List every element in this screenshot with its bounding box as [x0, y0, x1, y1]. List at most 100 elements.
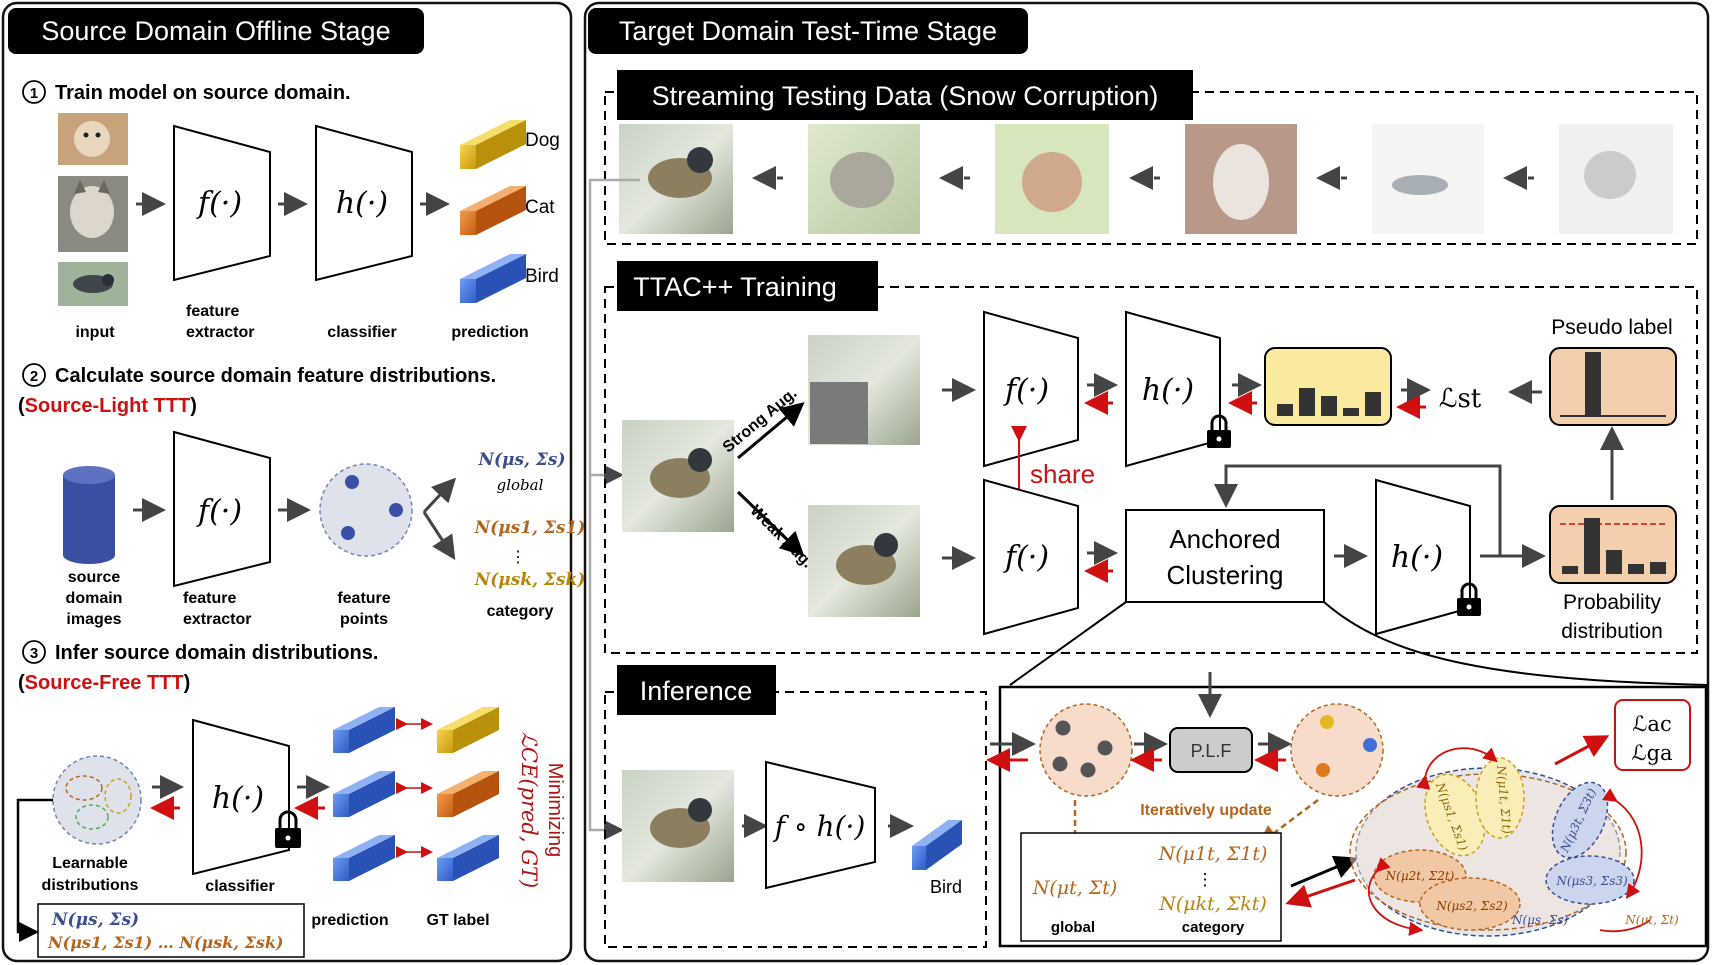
plf-box: [1169, 727, 1253, 773]
caption-distributions: distributions: [42, 877, 139, 894]
stream-image-bird-2: [1372, 124, 1484, 234]
f-label-strong: f(·): [1003, 373, 1049, 408]
lock-icon: [1457, 582, 1481, 616]
training-title-bg: [617, 261, 878, 311]
strong-prob-bar: [1365, 392, 1381, 416]
stream-image-cat: [995, 124, 1109, 234]
target-category-word: category: [1182, 919, 1245, 936]
strong-aug-image: [808, 335, 920, 445]
weak-aug-image: [808, 505, 920, 617]
lock-icon: [1207, 414, 1231, 448]
alignment-arrows: [1367, 747, 1651, 936]
ell-label-s-global: N(μs, Σs): [1511, 913, 1568, 927]
ell-label-t-global: N(μt, Σt): [1624, 913, 1679, 927]
caption-feature-points-2: points: [340, 611, 388, 628]
inference-input-image: [622, 770, 734, 882]
caption-classifier-1: classifier: [327, 324, 396, 341]
classifier-3: [192, 718, 290, 876]
ell-label-t1: N(μ1t, Σ1t): [1494, 764, 1514, 835]
h-label-strong: h(·): [1142, 373, 1194, 408]
caption-prediction-1: prediction: [451, 324, 528, 341]
stream-image-dog: [808, 124, 920, 234]
strong-prob-bar: [1277, 404, 1293, 416]
caption-feature-points-1: feature: [337, 590, 390, 607]
target-cat-dist-1: N(μ1t, Σ1t): [1158, 843, 1268, 865]
pred-bar-dog: [460, 120, 526, 169]
step3-paren-close: ): [184, 672, 191, 694]
stream-image-bird-3: [1559, 124, 1673, 234]
feature-point: [345, 475, 359, 489]
prob-bar: [1584, 518, 1600, 574]
pred-bar-1: [333, 707, 395, 753]
loss-st: ℒst: [1439, 384, 1482, 414]
step2-paren-open: (: [18, 395, 25, 417]
streaming-title-bg: [617, 70, 1193, 120]
probability-distribution: [1549, 505, 1677, 584]
step3-text: Infer source domain distributions.: [55, 642, 378, 664]
learnable-distributions-circle: [52, 755, 142, 845]
clustering-label: Clustering: [1166, 560, 1283, 590]
step2-circle: [22, 363, 46, 387]
pseudo-label-bar: [1585, 352, 1601, 416]
clustering-detail-box: [998, 685, 1708, 948]
caption-gt-label: GT label: [426, 912, 489, 929]
h-label-3: h(·): [212, 781, 264, 816]
minimizing-word: Minimizing: [544, 763, 566, 857]
prob-bar: [1562, 566, 1578, 574]
alignment-losses-box: [1614, 699, 1691, 771]
caption-input: input: [75, 324, 115, 341]
step3-circle: [22, 640, 46, 664]
ell-label-s2: N(μs2, Σs2): [1435, 899, 1508, 913]
prob-bar: [1628, 564, 1644, 574]
step2-tag: Source-Light TTT: [25, 395, 191, 417]
pred-bar-2: [333, 771, 395, 817]
target-dist-box: [1020, 832, 1282, 942]
feature-extractor-strong: [983, 310, 1079, 468]
step3-num: 3: [30, 645, 38, 662]
step2-paren-close: ): [190, 395, 197, 417]
caption-category: category: [487, 603, 554, 620]
f-label-weak: f(·): [1003, 540, 1049, 575]
iteratively-update-label: Iteratively update: [1140, 802, 1272, 819]
bottom-dist-categories: N(μs1, Σs1) … N(μsk, Σsk): [47, 933, 283, 952]
minimizing-expr: ℒCE(pred, GT): [517, 732, 541, 888]
classifier-1: [315, 124, 413, 282]
stream-image-bird-1: [619, 124, 733, 234]
inference-title: Inference: [640, 676, 753, 706]
target-global-word: global: [1051, 919, 1095, 936]
stream-to-inference-line: [588, 475, 624, 840]
caption-extractor-1: extractor: [186, 324, 254, 341]
zoom-line-left: [1009, 601, 1127, 686]
caption-classifier-3: classifier: [205, 878, 274, 895]
anchored-label: Anchored: [1169, 524, 1280, 554]
step1-circle: [22, 80, 46, 104]
h-label-1: h(·): [336, 186, 388, 221]
training-box: [604, 286, 1698, 654]
right-title-bg: [588, 8, 1028, 54]
inference-title-bg: [617, 665, 776, 715]
streaming-title: Streaming Testing Data (Snow Corruption): [652, 81, 1159, 111]
dist-global-word: global: [497, 476, 544, 494]
share-label: share: [1030, 459, 1095, 489]
f-label-1: f(·): [196, 186, 242, 221]
step2-text: Calculate source domain feature distribu…: [55, 365, 496, 387]
ell-label-s3: N(μs3, Σs3): [1555, 874, 1628, 888]
feature-point: [389, 503, 403, 517]
step3-paren-open: (: [18, 672, 25, 694]
caption-source: source: [68, 569, 121, 586]
target-cat-dist-k: N(μkt, Σkt): [1158, 893, 1267, 915]
pred-bar-cat: [460, 186, 526, 235]
right-title: Target Domain Test-Time Stage: [619, 16, 997, 46]
class-label-bird: Bird: [525, 266, 559, 287]
target-global-dist: N(μt, Σt): [1032, 877, 1118, 899]
left-title: Source Domain Offline Stage: [41, 16, 390, 46]
ell-label-t2: N(μ2t, Σ2t): [1385, 869, 1455, 883]
step3-tag: Source-Free TTT: [25, 672, 184, 694]
anchored-clustering-box[interactable]: [1125, 509, 1325, 603]
pseudo-label-distribution: [1549, 347, 1677, 426]
strong-prob-bar: [1321, 396, 1337, 416]
inference-bird-bar: [912, 820, 962, 870]
f-label-2: f(·): [196, 494, 242, 529]
strong-prob-bar: [1299, 388, 1315, 416]
